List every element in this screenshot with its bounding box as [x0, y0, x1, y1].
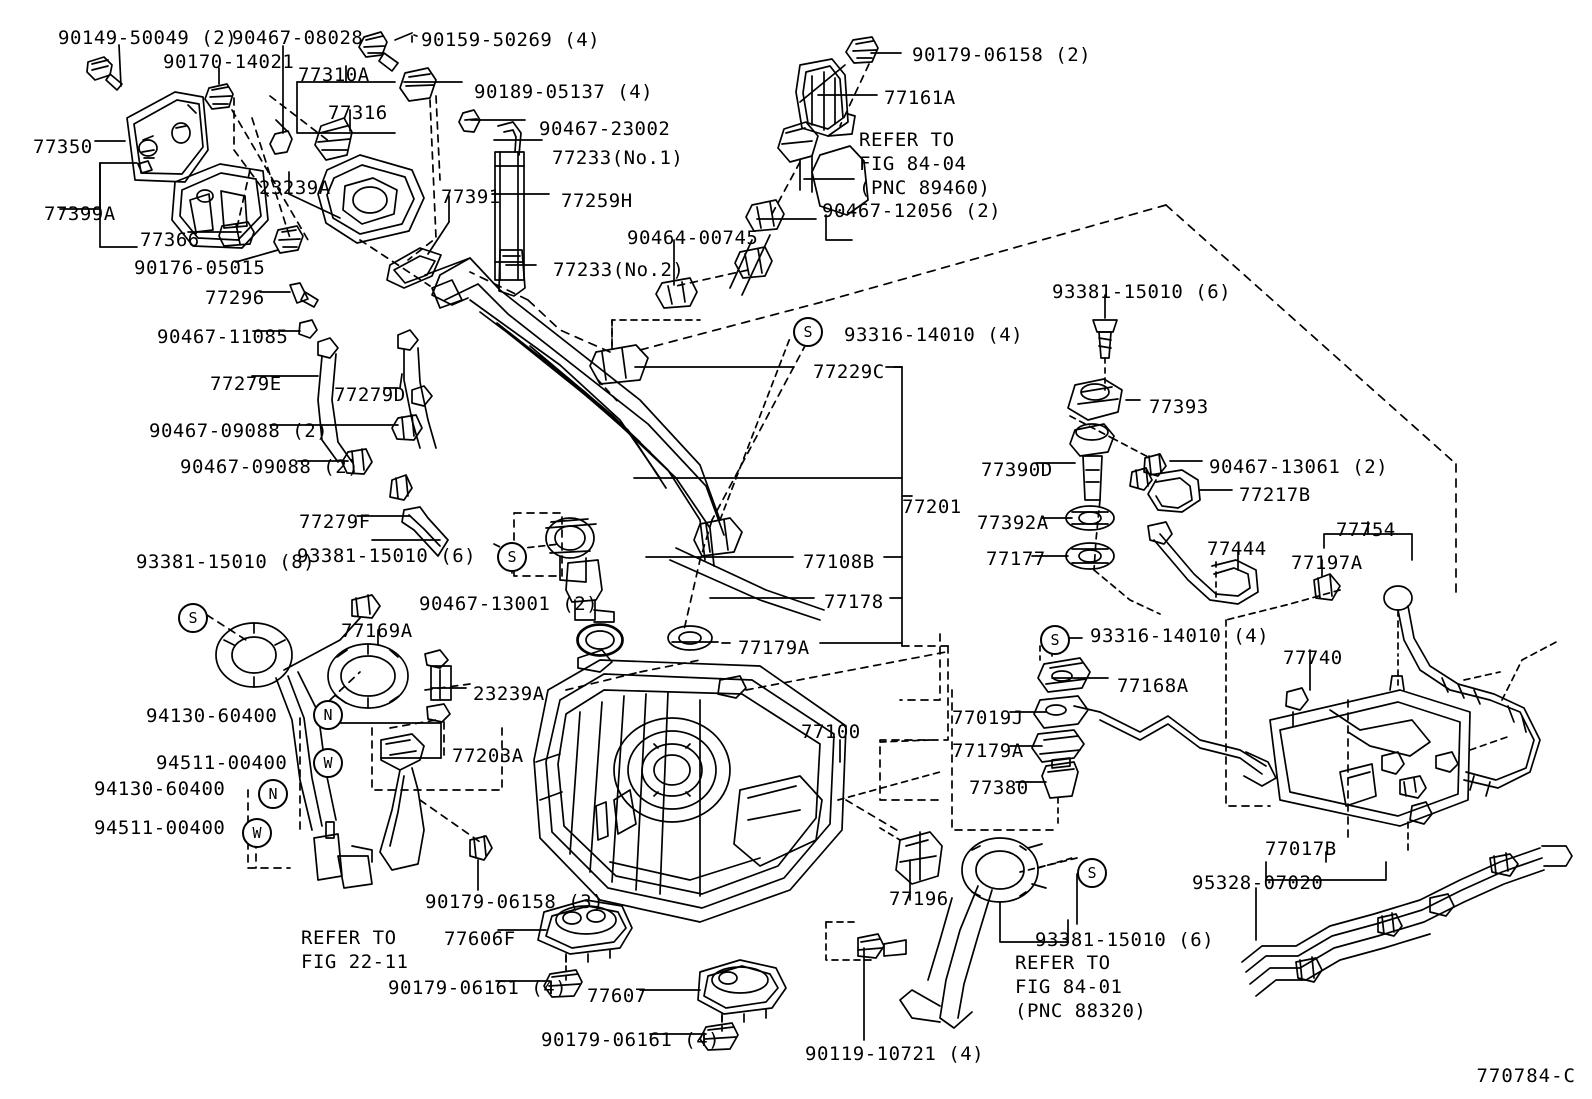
- part-label-77391[interactable]: 77391: [441, 186, 501, 208]
- part-label-23239a[interactable]: 23239A: [259, 177, 331, 199]
- part-label-77196[interactable]: 77196: [889, 888, 949, 910]
- part-label-77399a[interactable]: 77399A: [44, 203, 116, 225]
- part-label-77279f[interactable]: 77279F: [299, 511, 371, 533]
- part-label-77366[interactable]: 77366: [140, 229, 200, 251]
- part-label-77179a[interactable]: 77179A: [952, 740, 1024, 762]
- part-label-77279e[interactable]: 77279E: [210, 373, 282, 395]
- part-label-90467-13001-2[interactable]: 90467-13001 (2): [419, 593, 599, 615]
- part-label-90179-06161-4[interactable]: 90179-06161 (4): [388, 977, 568, 999]
- part-label-77390d[interactable]: 77390D: [981, 459, 1053, 481]
- part-label-77168a[interactable]: 77168A: [1117, 675, 1189, 697]
- part-label-77197a[interactable]: 77197A: [1291, 552, 1363, 574]
- part-label-93381-15010-6[interactable]: 93381-15010 (6): [1052, 281, 1232, 303]
- part-label-90176-05015[interactable]: 90176-05015: [134, 257, 266, 279]
- callout-marker-s: S: [178, 603, 208, 633]
- part-label-93381-15010-6[interactable]: 93381-15010 (6): [297, 545, 477, 567]
- part-label-90179-06158-2[interactable]: 90179-06158 (2): [912, 44, 1092, 66]
- part-label-90467-23002[interactable]: 90467-23002: [539, 118, 671, 140]
- part-label-77017b[interactable]: 77017B: [1265, 838, 1337, 860]
- part-label-90159-50269-4[interactable]: 90159-50269 (4): [421, 29, 601, 51]
- part-label-77607[interactable]: 77607: [587, 985, 647, 1007]
- callout-marker-n: N: [258, 779, 288, 809]
- part-label-93381-15010-6[interactable]: 93381-15010 (6): [1035, 929, 1215, 951]
- part-label-77161a[interactable]: 77161A: [884, 87, 956, 109]
- part-label-refer-to[interactable]: REFER TO FIG 84-01 (PNC 88320): [1015, 952, 1147, 1022]
- part-label-77754[interactable]: 77754: [1336, 519, 1396, 541]
- part-label-90467-13061-2[interactable]: 90467-13061 (2): [1209, 456, 1389, 478]
- part-label-77169a[interactable]: 77169A: [341, 620, 413, 642]
- part-label-77310a[interactable]: 77310A: [298, 64, 370, 86]
- part-label-90467-11085[interactable]: 90467-11085: [157, 326, 289, 348]
- part-label-77229c[interactable]: 77229C: [813, 361, 885, 383]
- part-label-93381-15010-8[interactable]: 93381-15010 (8): [136, 551, 316, 573]
- callout-marker-w: W: [313, 748, 343, 778]
- part-label-90467-08028[interactable]: 90467-08028: [232, 27, 364, 49]
- part-label-77100[interactable]: 77100: [801, 721, 861, 743]
- part-label-90119-10721-4[interactable]: 90119-10721 (4): [805, 1043, 985, 1065]
- part-label-77296[interactable]: 77296: [205, 287, 265, 309]
- callout-marker-s: S: [1040, 625, 1070, 655]
- part-label-90467-09088-2[interactable]: 90467-09088 (2): [180, 456, 360, 478]
- part-label-94511-00400[interactable]: 94511-00400: [156, 752, 288, 774]
- part-label-95328-07020[interactable]: 95328-07020: [1192, 872, 1324, 894]
- part-label-77108b[interactable]: 77108B: [803, 551, 875, 573]
- part-label-94130-60400[interactable]: 94130-60400: [146, 705, 278, 727]
- part-label-90179-06158-3[interactable]: 90179-06158 (3): [425, 891, 605, 913]
- part-label-77178[interactable]: 77178: [824, 591, 884, 613]
- part-label-77279d[interactable]: 77279D: [334, 384, 406, 406]
- part-label-77217b[interactable]: 77217B: [1239, 484, 1311, 506]
- part-label-77606f[interactable]: 77606F: [444, 928, 516, 950]
- part-label-77203a[interactable]: 77203A: [452, 745, 524, 767]
- part-label-refer-to[interactable]: REFER TO FIG 84-04 (PNC 89460): [859, 129, 991, 199]
- part-label-77019j[interactable]: 77019J: [952, 707, 1024, 729]
- part-label-93316-14010-4[interactable]: 93316-14010 (4): [844, 324, 1024, 346]
- part-label-77392a[interactable]: 77392A: [977, 512, 1049, 534]
- part-label-23239a[interactable]: 23239A: [473, 683, 545, 705]
- part-label-90189-05137-4[interactable]: 90189-05137 (4): [474, 81, 654, 103]
- callout-marker-w: W: [242, 818, 272, 848]
- part-label-77393[interactable]: 77393: [1149, 396, 1209, 418]
- callout-marker-s: S: [793, 317, 823, 347]
- callout-marker-s: S: [497, 542, 527, 572]
- part-label-90467-12056-2[interactable]: 90467-12056 (2): [822, 200, 1002, 222]
- part-label-77179a[interactable]: 77179A: [738, 637, 810, 659]
- callout-marker-n: N: [313, 700, 343, 730]
- figure-id: 770784-C: [1476, 1065, 1576, 1087]
- part-label-93316-14010-4[interactable]: 93316-14010 (4): [1090, 625, 1270, 647]
- part-label-90170-14021[interactable]: 90170-14021: [163, 51, 295, 73]
- part-label-77259h[interactable]: 77259H: [561, 190, 633, 212]
- callout-marker-s: S: [1077, 858, 1107, 888]
- part-label-77444[interactable]: 77444: [1207, 538, 1267, 560]
- part-label-94511-00400[interactable]: 94511-00400: [94, 817, 226, 839]
- part-label-77740[interactable]: 77740: [1283, 647, 1343, 669]
- part-label-90467-09088-2[interactable]: 90467-09088 (2): [149, 420, 329, 442]
- part-label-77316[interactable]: 77316: [328, 102, 388, 124]
- part-label-77350[interactable]: 77350: [33, 136, 93, 158]
- part-label-77233-no-1[interactable]: 77233(No.1): [552, 147, 684, 169]
- part-label-77380[interactable]: 77380: [969, 777, 1029, 799]
- part-label-94130-60400[interactable]: 94130-60400: [94, 778, 226, 800]
- part-label-77177[interactable]: 77177: [986, 548, 1046, 570]
- part-label-77201[interactable]: 77201: [902, 496, 962, 518]
- part-label-77233-no-2[interactable]: 77233(No.2): [553, 259, 685, 281]
- part-label-90464-00745[interactable]: 90464-00745: [627, 227, 759, 249]
- part-label-90179-06161-4[interactable]: 90179-06161 (4): [541, 1029, 721, 1051]
- part-label-90149-50049-2[interactable]: 90149-50049 (2): [58, 27, 238, 49]
- part-label-refer-to[interactable]: REFER TO FIG 22-11: [301, 927, 409, 973]
